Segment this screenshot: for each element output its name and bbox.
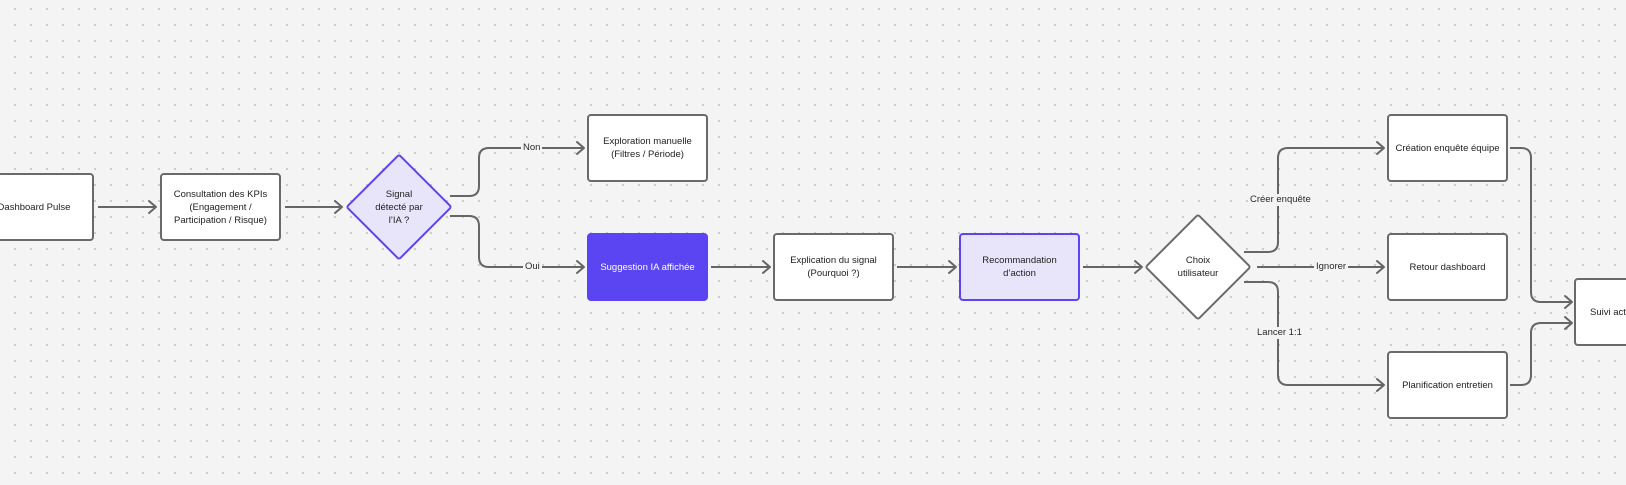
node-signal-decision[interactable]: Signal détecté par l’IA ? xyxy=(345,153,453,261)
arrowhead-exploration xyxy=(576,141,585,155)
arrowhead-creation xyxy=(1376,141,1385,155)
node-creation-enquete[interactable]: Création enquête équipe xyxy=(1387,114,1508,182)
arrowhead-kpis xyxy=(148,200,157,214)
arrowhead-recommandation xyxy=(948,260,957,274)
node-planification-entretien[interactable]: Planification entretien xyxy=(1387,351,1508,419)
arrowhead-suivi-bottom xyxy=(1564,316,1573,330)
arrowhead-choix xyxy=(1134,260,1143,274)
node-choix-utilisateur[interactable]: Choix utilisateur xyxy=(1144,213,1252,321)
decision-label: Signal détecté par l’IA ? xyxy=(375,188,423,226)
edge-label-ignorer: Ignorer xyxy=(1314,261,1349,273)
node-consultation-kpis[interactable]: Consultation des KPIs (Engagement / Part… xyxy=(160,173,281,241)
edge-label-non: Non xyxy=(521,142,543,154)
node-explication-signal[interactable]: Explication du signal (Pourquoi ?) xyxy=(773,233,894,301)
node-exploration-manuelle[interactable]: Exploration manuelle (Filtres / Période) xyxy=(587,114,708,182)
connector-signal-oui xyxy=(450,215,584,268)
node-suivi-action[interactable]: Suivi action xyxy=(1574,278,1626,346)
connector-planification-to-suivi xyxy=(1510,322,1572,386)
arrowhead-signal xyxy=(334,200,343,214)
edge-label-creer-enquete: Créer enquête xyxy=(1248,194,1313,206)
arrowhead-suggestion xyxy=(576,260,585,274)
node-suggestion-ia[interactable]: Suggestion IA affichée xyxy=(587,233,708,301)
node-recommandation-action[interactable]: Recommandation d’action xyxy=(959,233,1080,301)
node-retour-dashboard[interactable]: Retour dashboard xyxy=(1387,233,1508,301)
connector-signal-non xyxy=(450,147,584,197)
node-dashboard-pulse[interactable]: Dashboard Pulse xyxy=(0,173,94,241)
arrowhead-planification xyxy=(1376,378,1385,392)
arrowhead-retour xyxy=(1376,260,1385,274)
edge-label-oui: Oui xyxy=(523,261,542,273)
arrowhead-explication xyxy=(762,260,771,274)
connector-creation-to-suivi xyxy=(1510,147,1572,303)
arrowhead-suivi-top xyxy=(1564,295,1573,309)
edge-label-lancer: Lancer 1:1 xyxy=(1255,327,1304,339)
decision-label: Choix utilisateur xyxy=(1177,255,1219,279)
